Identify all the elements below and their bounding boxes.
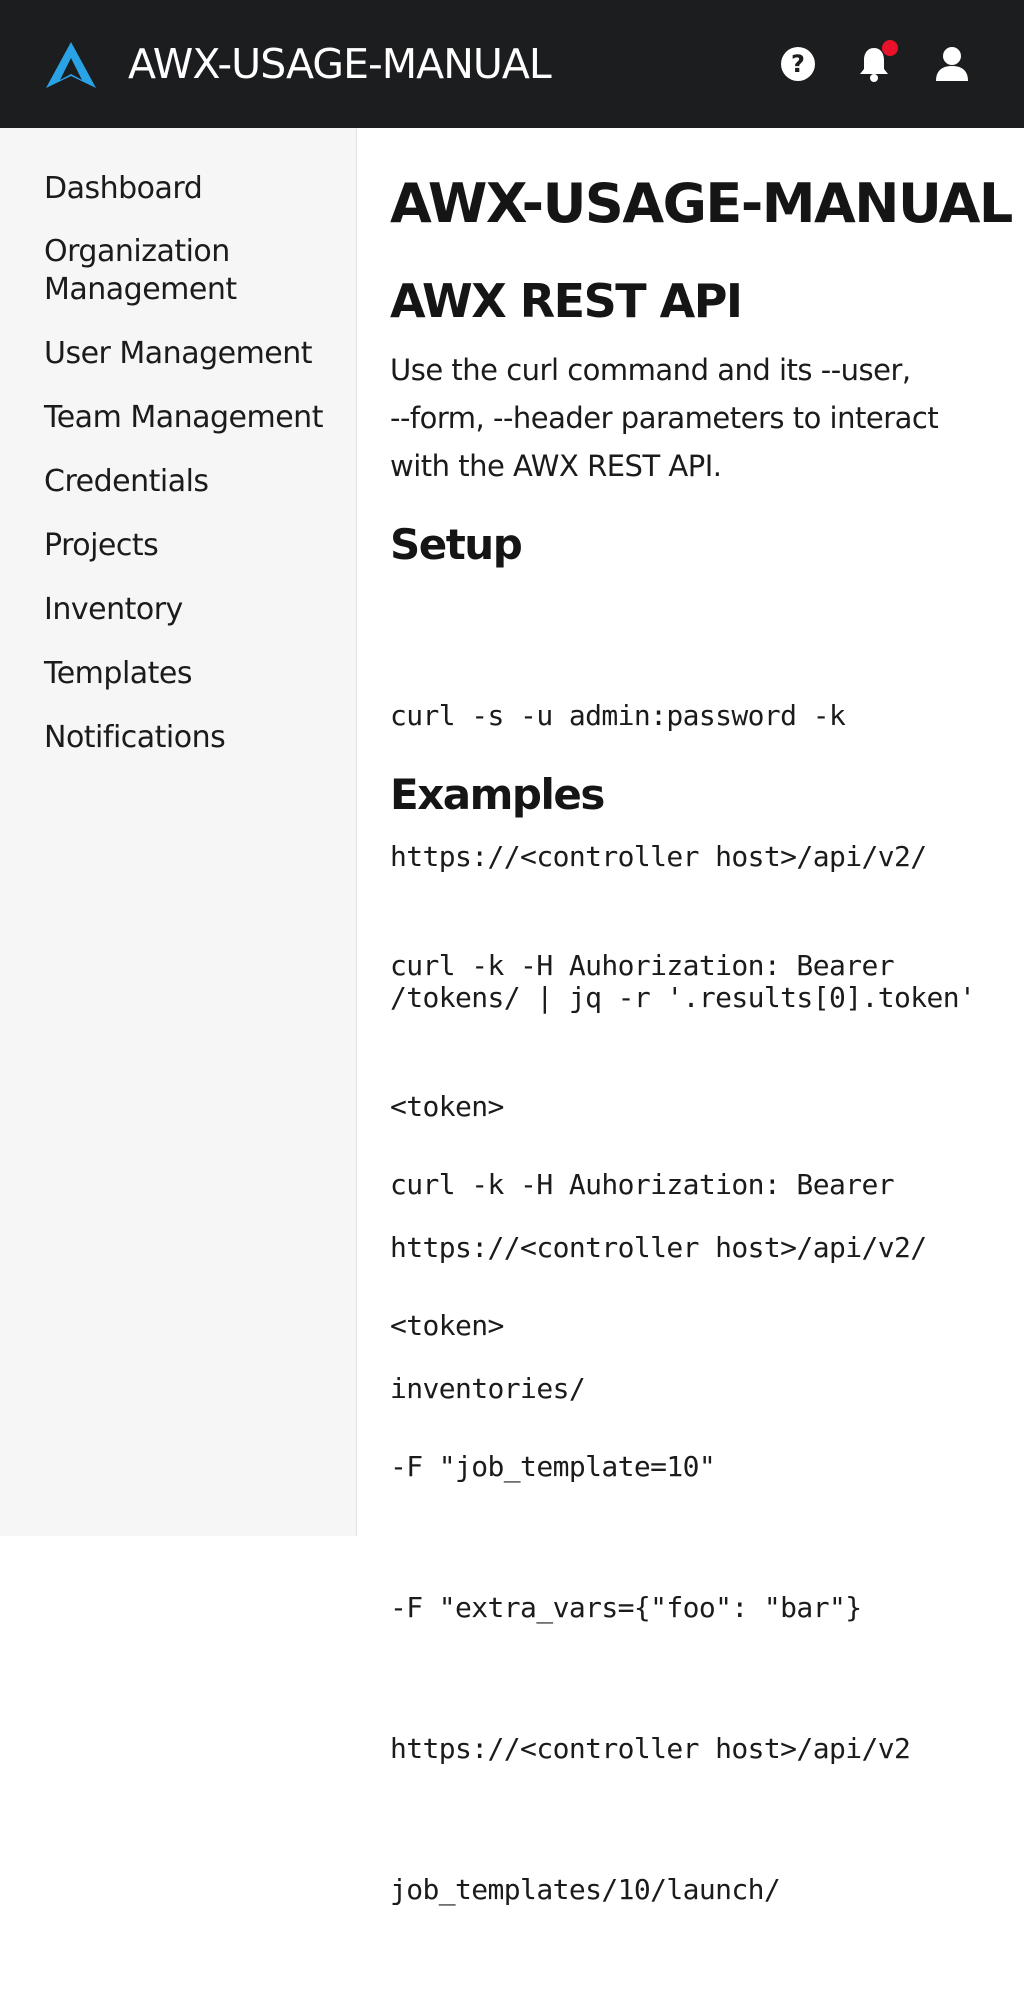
example-code-block-1: curl -k -H Auhorization: Bearer <token> …: [390, 848, 1010, 1506]
notification-badge: [882, 40, 898, 56]
code-line: curl -s -u admin:password -k: [390, 699, 846, 732]
code-line: /tokens/ | jq -r '.results[0].token': [390, 981, 976, 1014]
sidebar-item-dashboard[interactable]: Dashboard: [44, 171, 203, 206]
bell-icon[interactable]: [854, 44, 894, 84]
sidebar-item-credentials[interactable]: Credentials: [44, 464, 209, 499]
code-line: -F "job_template=10": [390, 1450, 716, 1483]
code-line: -F "extra_vars={"foo": "bar"}: [390, 1591, 862, 1624]
code-line: <token>: [390, 1309, 504, 1342]
sidebar-item-organization-management[interactable]: Organization Management: [44, 234, 237, 307]
intro-line: --form, --header parameters to interact: [390, 401, 939, 435]
sidebar-nav: Dashboard Organization Management User M…: [44, 170, 344, 757]
top-bar: AWX-USAGE-MANUAL ?: [0, 0, 1024, 128]
main-content: AWX-USAGE-MANUAL AWX REST API Use the cu…: [358, 128, 1024, 1906]
sidebar-item-team-management[interactable]: Team Management: [44, 400, 323, 435]
code-line: <token>: [390, 1090, 504, 1123]
sidebar-item-templates[interactable]: Templates: [44, 656, 193, 691]
sidebar-item-notifications[interactable]: Notifications: [44, 720, 226, 755]
intro-paragraph: Use the curl command and its --user, --f…: [390, 346, 1000, 490]
code-line: https://<controller host>/api/v2/: [390, 840, 927, 873]
help-icon[interactable]: ?: [778, 44, 818, 84]
page-title: AWX-USAGE-MANUAL: [390, 172, 1013, 235]
code-line: inventories/: [390, 1372, 586, 1405]
awx-logo-icon[interactable]: [44, 40, 98, 90]
code-line: https://<controller host>/api/v2/: [390, 1231, 927, 1264]
user-icon[interactable]: [932, 44, 972, 84]
code-line: job_templates/10/launch/: [390, 1873, 781, 1906]
code-line: curl -k -H Auhorization: Bearer: [390, 1168, 895, 1201]
svg-text:?: ?: [791, 50, 805, 78]
app-title: AWX-USAGE-MANUAL: [128, 40, 552, 88]
sidebar-item-inventory[interactable]: Inventory: [44, 592, 183, 627]
code-line: https://<controller host>/api/v2: [390, 1732, 911, 1765]
sidebar-item-user-management[interactable]: User Management: [44, 336, 313, 371]
sidebar-item-projects[interactable]: Projects: [44, 528, 159, 563]
setup-code-block: curl -s -u admin:password -k https://<co…: [390, 598, 1010, 1115]
api-heading: AWX REST API: [390, 274, 743, 328]
intro-line: with the AWX REST API.: [390, 449, 722, 483]
setup-heading: Setup: [390, 520, 523, 569]
sidebar: Dashboard Organization Management User M…: [0, 128, 357, 1536]
examples-heading: Examples: [390, 770, 605, 819]
example-code-block-2: curl -k -H Auhorization: Bearer <token> …: [390, 1067, 1010, 2007]
code-line: curl -k -H Auhorization: Bearer: [390, 949, 895, 982]
intro-line: Use the curl command and its --user,: [390, 353, 911, 387]
